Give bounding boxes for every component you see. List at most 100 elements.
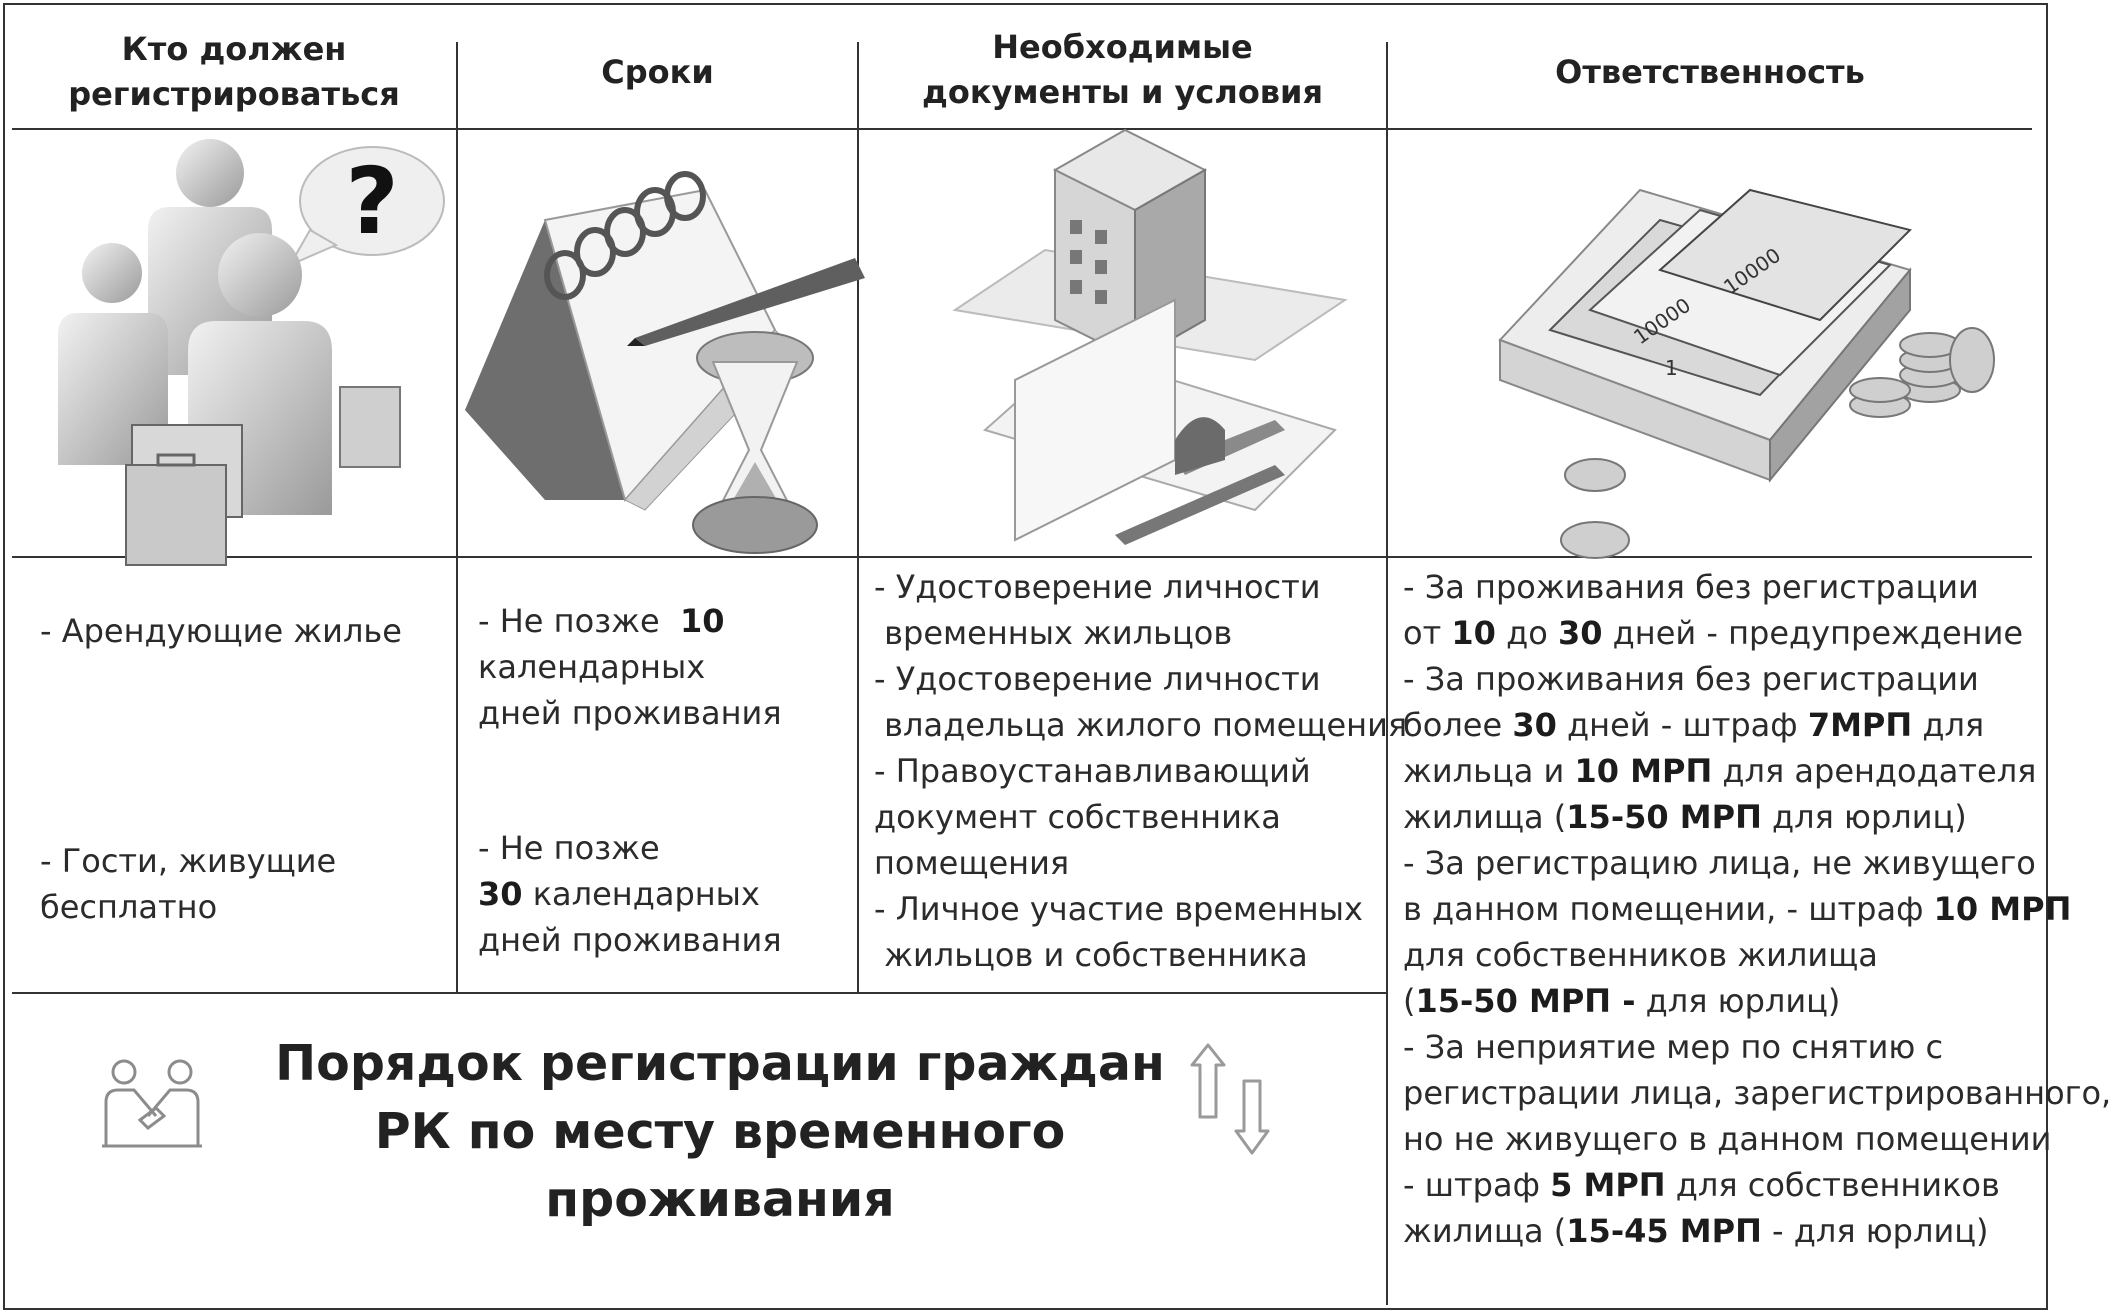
terms-item-5: 30 календарных <box>478 871 760 917</box>
terms-item-2: календарных <box>478 644 705 690</box>
docs-item: - Правоустанавливающий <box>874 748 1407 794</box>
responsibility-item: от 10 до 30 дней - предупреждение <box>1403 610 2111 656</box>
terms-text-segment: календарных <box>522 875 760 913</box>
column-divider-3 <box>1386 42 1388 1305</box>
responsibility-text-segment: дней - предупреждение <box>1602 614 2024 652</box>
terms-text-segment: 10 <box>680 602 725 640</box>
content-row-divider <box>12 992 1388 994</box>
money-box-banknotes-coins-icon: 10000 10000 1 <box>1490 160 2010 570</box>
docs-text-segment: - Правоустанавливающий <box>874 752 1311 790</box>
docs-item: владельца жилого помещения <box>874 702 1407 748</box>
header-responsibility-line-1: Ответственность <box>1555 52 1865 91</box>
responsibility-text-segment: 15-50 МРП - <box>1415 982 1636 1020</box>
responsibility-text-segment: более <box>1403 706 1513 744</box>
responsibility-text-segment: - для юрлиц) <box>1761 1212 1989 1250</box>
responsibility-item: более 30 дней - штраф 7МРП для <box>1403 702 2111 748</box>
outer-frame <box>3 3 2048 1310</box>
column-divider-2 <box>857 42 859 994</box>
header-terms: Сроки <box>458 20 857 124</box>
responsibility-text-segment: 7МРП <box>1807 706 1913 744</box>
responsibility-text-segment: 5 МРП <box>1550 1166 1666 1204</box>
header-divider <box>12 128 2032 130</box>
svg-text:?: ? <box>345 148 398 255</box>
responsibility-text-segment: - За проживания без регистрации <box>1403 568 1979 606</box>
docs-item: документ собственника <box>874 794 1407 840</box>
responsibility-item: для собственников жилища <box>1403 932 2111 978</box>
responsibility-text-segment: до <box>1495 614 1558 652</box>
responsibility-item: регистрации лица, зарегистрированного, <box>1403 1070 2111 1116</box>
who-text-segment: - Арендующие жилье <box>40 612 402 650</box>
docs-text-segment: владельца жилого помещения <box>874 706 1408 744</box>
docs-item: временных жильцов <box>874 610 1407 656</box>
responsibility-text-segment: жильца и <box>1403 752 1575 790</box>
who-item-3: бесплатно <box>40 884 217 930</box>
responsibility-text-segment: жилища ( <box>1403 798 1567 836</box>
who-item-2: - Гости, живущие <box>40 838 336 884</box>
docs-text-segment: документ собственника <box>874 798 1281 836</box>
calendar-pencil-hourglass-icon <box>455 171 865 570</box>
responsibility-text-segment: 10 МРП <box>1933 890 2072 928</box>
docs-item: - Удостоверение личности <box>874 564 1407 610</box>
responsibility-text-segment: 10 МРП <box>1574 752 1713 790</box>
responsibility-item: - За неприятие мер по снятию с <box>1403 1024 2111 1070</box>
responsibility-text-segment: от <box>1403 614 1452 652</box>
responsibility-text-segment: для юрлиц) <box>1635 982 1841 1020</box>
docs-text-segment: помещения <box>874 844 1070 882</box>
docs-text-segment: - Удостоверение личности <box>874 568 1321 606</box>
responsibility-text-segment: ( <box>1403 982 1416 1020</box>
responsibility-item: - штраф 5 МРП для собственников <box>1403 1162 2111 1208</box>
page-title: Порядок регистрации граждан РК по месту … <box>200 1030 1240 1234</box>
docs-item: помещения <box>874 840 1407 886</box>
page-title-line-1: Порядок регистрации граждан <box>275 1035 1165 1092</box>
terms-text-segment: календарных <box>478 648 706 686</box>
responsibility-item: но не живущего в данном помещении <box>1403 1116 2111 1162</box>
image-row-divider <box>12 556 2032 558</box>
building-documents-passport-icon <box>952 128 1355 555</box>
terms-text-segment: - Не позже <box>478 829 660 867</box>
people-with-suitcases-and-question-icon: ? <box>40 135 450 575</box>
header-terms-line-1: Сроки <box>601 52 714 91</box>
docs-item: - Личное участие временных <box>874 886 1407 932</box>
up-down-arrows-icon <box>1190 1043 1274 1155</box>
docs-text-segment: жильцов и собственника <box>874 936 1308 974</box>
terms-text-segment: дней проживания <box>478 694 782 732</box>
responsibility-text-segment: 10 <box>1451 614 1496 652</box>
responsibility-item: жилища (15-45 МРП - для юрлиц) <box>1403 1208 2111 1254</box>
column-divider-1 <box>456 42 458 994</box>
responsibility-text-segment: - За регистрацию лица, не живущего <box>1403 844 2036 882</box>
responsibility-item: - За регистрацию лица, не живущего <box>1403 840 2111 886</box>
responsibility-text-segment: для арендодателя <box>1712 752 2037 790</box>
who-text-segment: бесплатно <box>40 888 218 926</box>
docs-text-segment: - Личное участие временных <box>874 890 1363 928</box>
terms-text-segment: дней проживания <box>478 921 782 959</box>
responsibility-text-segment: но не живущего в данном помещении <box>1403 1120 2052 1158</box>
responsibility-item: жилища (15-50 МРП для юрлиц) <box>1403 794 2111 840</box>
responsibility-text-segment: 30 <box>1557 614 1603 652</box>
responsibility-text-segment: для собственников <box>1665 1166 2000 1204</box>
responsibility-text-segment: 15-45 МРП <box>1566 1212 1762 1250</box>
responsibility-item: жильца и 10 МРП для арендодателя <box>1403 748 2111 794</box>
responsibility-text-segment: - За неприятие мер по снятию с <box>1403 1028 1944 1066</box>
terms-item-6: дней проживания <box>478 917 782 963</box>
responsibility-text-segment: для юрлиц) <box>1761 798 1967 836</box>
responsibility-text-segment: дней - штраф <box>1556 706 1808 744</box>
docs-text-segment: временных жильцов <box>874 614 1233 652</box>
responsibility-item: - За проживания без регистрации <box>1403 564 2111 610</box>
header-docs-line-1: Необходимые <box>992 28 1253 66</box>
banknote-value-label-short: 1 <box>1665 356 1678 380</box>
terms-item-4: - Не позже <box>478 825 660 871</box>
page-title-line-2: РК по месту временного проживания <box>374 1103 1066 1228</box>
responsibility-text-segment: 15-50 МРП <box>1566 798 1762 836</box>
docs-item: - Удостоверение личности <box>874 656 1407 702</box>
responsibility-item: (15-50 МРП - для юрлиц) <box>1403 978 2111 1024</box>
responsibility-item: - За проживания без регистрации <box>1403 656 2111 702</box>
header-who-line-2: регистрироваться <box>68 75 400 113</box>
responsibility-text-segment: 30 <box>1512 706 1557 744</box>
docs-list: - Удостоверение личности временных жильц… <box>874 564 1407 978</box>
docs-item: жильцов и собственника <box>874 932 1407 978</box>
responsibility-text-segment: регистрации лица, зарегистрированного, <box>1403 1074 2111 1112</box>
